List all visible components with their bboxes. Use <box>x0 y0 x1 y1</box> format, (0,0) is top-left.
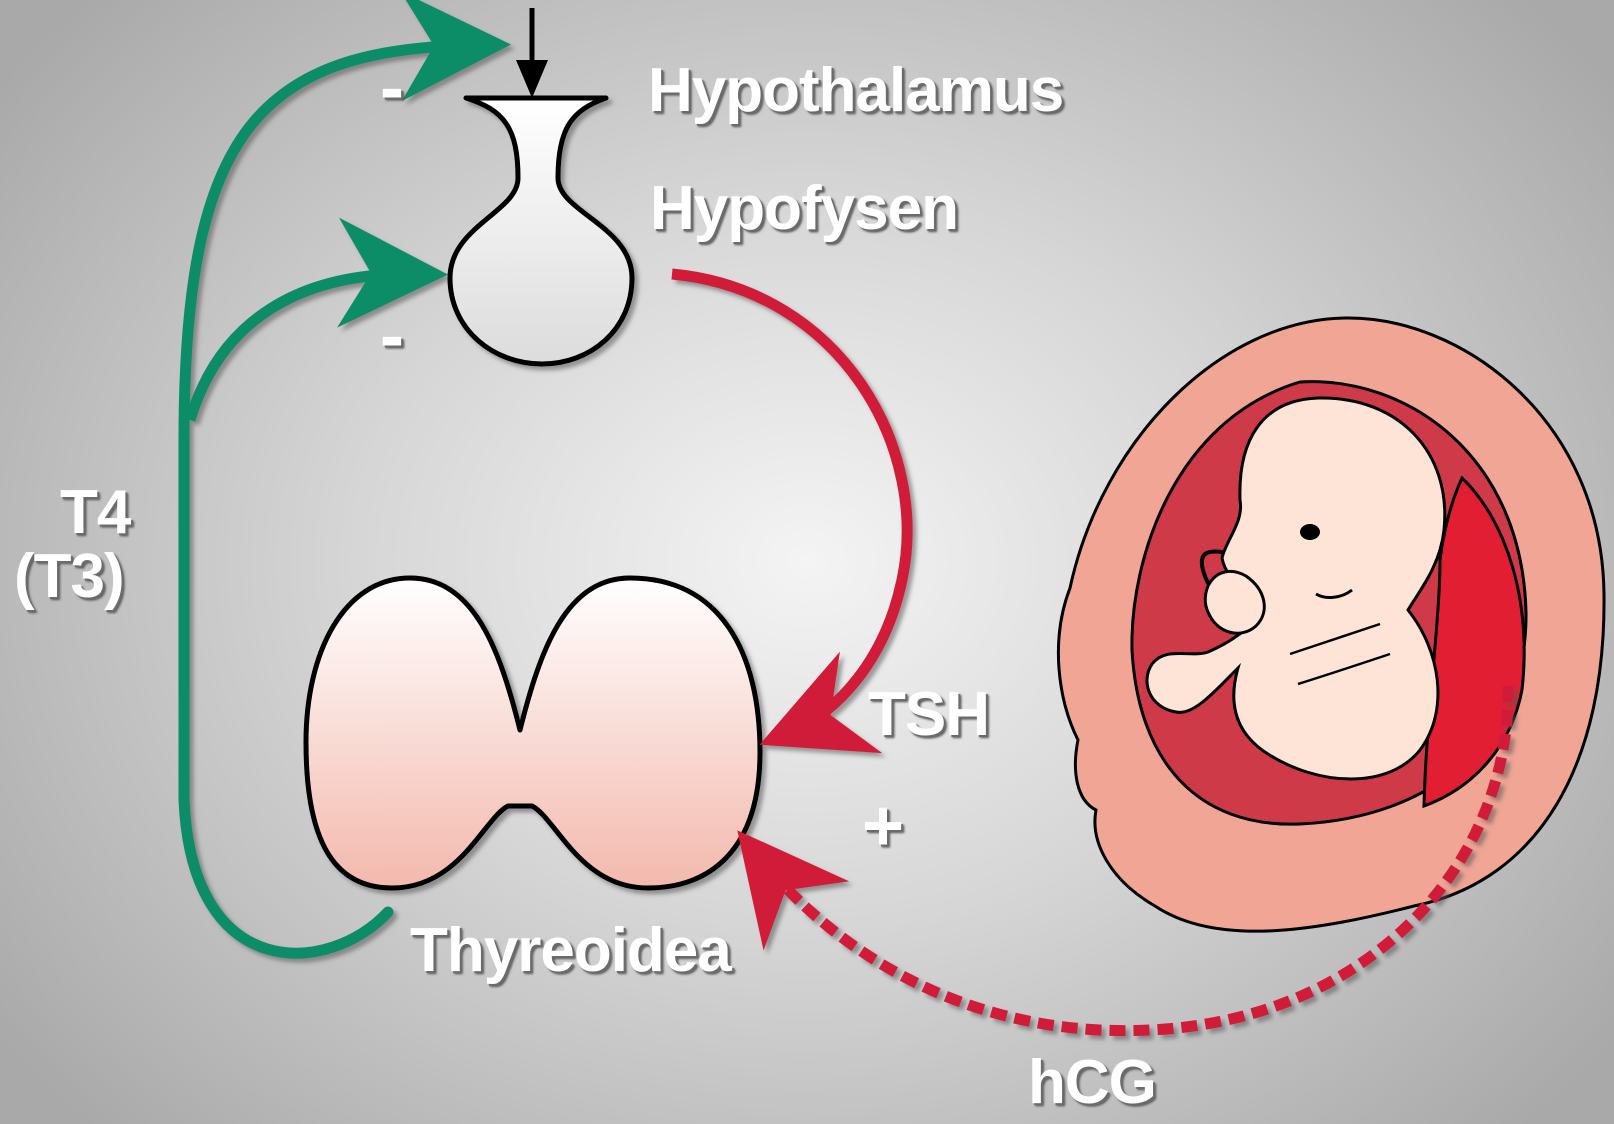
label-hcg: hCG <box>1028 1052 1156 1114</box>
pituitary-gland-shape <box>450 98 632 364</box>
label-t3: (T3) <box>14 546 124 608</box>
label-t4: T4 <box>60 482 130 544</box>
label-minus-hypofysen: - <box>380 300 404 372</box>
label-hypofysen: Hypofysen <box>650 178 958 240</box>
label-thyreoidea: Thyreoidea <box>410 920 731 982</box>
label-tsh: TSH <box>868 684 989 746</box>
input-arrow <box>516 8 548 98</box>
label-hypothalamus: Hypothalamus <box>648 60 1063 122</box>
thyroid-gland-shape <box>306 578 760 888</box>
fetus-eye <box>1300 524 1320 540</box>
label-minus-hypothalamus: - <box>380 52 404 124</box>
label-plus: + <box>862 790 904 862</box>
pregnant-uterus-illustration <box>1058 318 1604 931</box>
feedback-arrow-hypothalamus <box>184 45 478 440</box>
